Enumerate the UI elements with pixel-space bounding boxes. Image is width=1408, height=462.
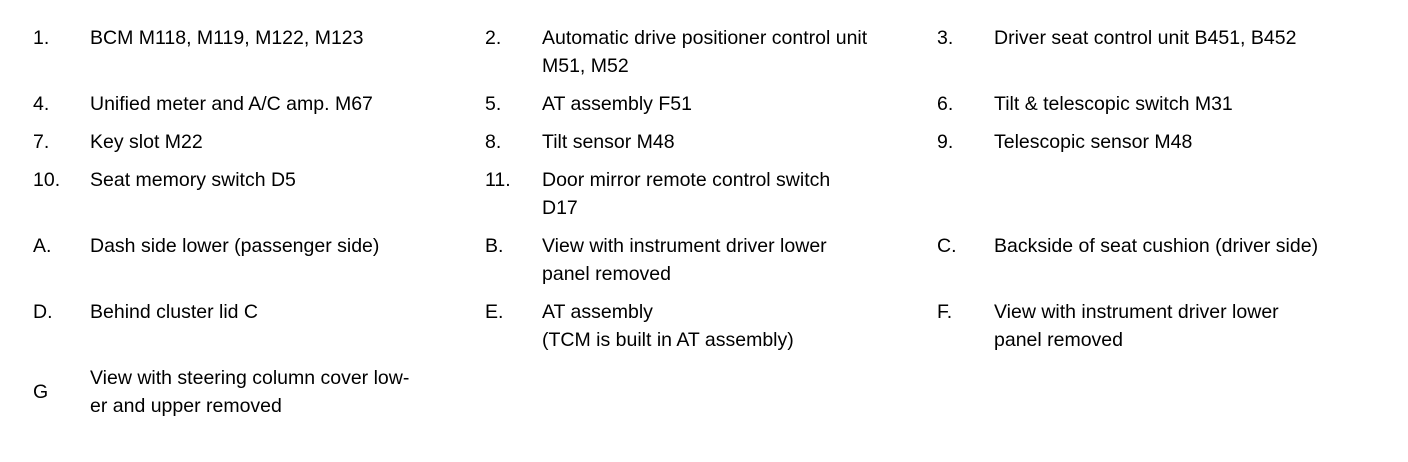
item-text: Door mirror remote control switch D17 [542,169,831,219]
item-text: BCM M118, M119, M122, M123 [90,27,364,49]
item-letter: D. [33,301,53,323]
legend-item-E: E. AT assembly (TCM is built in AT assem… [485,298,937,354]
item-text: Dash side lower (passenger side) [90,235,380,257]
legend-row-4: 10. Seat memory switch D5 11. Door mirro… [33,166,1408,222]
legend-item-C: C. Backside of seat cushion (driver side… [937,232,1389,288]
item-number: 6. [937,93,954,115]
legend-item-5: 5. AT assembly F51 [485,90,937,118]
item-number: 3. [937,27,954,49]
item-number: 4. [33,93,50,115]
legend-item-10: 10. Seat memory switch D5 [33,166,485,222]
item-text: Behind cluster lid C [90,301,258,323]
item-number: 2. [485,27,502,49]
legend-item-8: 8. Tilt sensor M48 [485,128,937,156]
legend-item-A: A. Dash side lower (passenger side) [33,232,485,288]
item-text: AT assembly F51 [542,93,692,115]
item-text: Tilt sensor M48 [542,131,675,153]
component-legend: 1. BCM M118, M119, M122, M123 2. Automat… [33,24,1408,420]
item-text: View with steering column cover low- er … [90,367,410,417]
item-text: Driver seat control unit B451, B452 [994,27,1297,49]
legend-item-B: B. View with instrument driver lower pan… [485,232,937,288]
item-number: 1. [33,27,50,49]
item-number: 5. [485,93,502,115]
item-letter: B. [485,235,504,257]
legend-item-1: 1. BCM M118, M119, M122, M123 [33,24,485,80]
item-text: View with instrument driver lower panel … [994,301,1279,351]
item-letter: G [33,381,49,403]
legend-row-1: 1. BCM M118, M119, M122, M123 2. Automat… [33,24,1408,80]
item-text: Seat memory switch D5 [90,169,296,191]
item-text: Unified meter and A/C amp. M67 [90,93,373,115]
legend-item-G: G View with steering column cover low- e… [33,364,485,420]
item-text: Tilt & telescopic switch M31 [994,93,1233,115]
item-number: 9. [937,131,954,153]
item-letter: A. [33,235,52,257]
legend-item-6: 6. Tilt & telescopic switch M31 [937,90,1389,118]
legend-item-2: 2. Automatic drive positioner control un… [485,24,937,80]
legend-item-11: 11. Door mirror remote control switch D1… [485,166,937,222]
legend-item-4: 4. Unified meter and A/C amp. M67 [33,90,485,118]
item-number: 11. [485,169,511,191]
item-number: 7. [33,131,50,153]
item-number: 10. [33,169,61,191]
item-text: View with instrument driver lower panel … [542,235,827,285]
legend-item-D: D. Behind cluster lid C [33,298,485,354]
item-text: Automatic drive positioner control unit … [542,27,868,77]
legend-item-9: 9. Telescopic sensor M48 [937,128,1389,156]
legend-row-3: 7. Key slot M22 8. Tilt sensor M48 9. Te… [33,128,1408,156]
item-letter: E. [485,301,504,323]
legend-row-6: D. Behind cluster lid C E. AT assembly (… [33,298,1408,354]
item-text: Backside of seat cushion (driver side) [994,235,1319,257]
legend-row-2: 4. Unified meter and A/C amp. M67 5. AT … [33,90,1408,118]
legend-empty-cell [937,364,1389,420]
legend-item-F: F. View with instrument driver lower pan… [937,298,1389,354]
item-text: Key slot M22 [90,131,203,153]
legend-item-7: 7. Key slot M22 [33,128,485,156]
item-number: 8. [485,131,502,153]
item-text: AT assembly (TCM is built in AT assembly… [542,301,794,351]
item-letter: F. [937,301,953,323]
item-letter: C. [937,235,957,257]
legend-item-3: 3. Driver seat control unit B451, B452 [937,24,1389,80]
legend-row-7: G View with steering column cover low- e… [33,364,1408,420]
item-text: Telescopic sensor M48 [994,131,1193,153]
legend-row-5: A. Dash side lower (passenger side) B. V… [33,232,1408,288]
legend-empty-cell [485,364,937,420]
legend-empty-cell [937,166,1389,222]
